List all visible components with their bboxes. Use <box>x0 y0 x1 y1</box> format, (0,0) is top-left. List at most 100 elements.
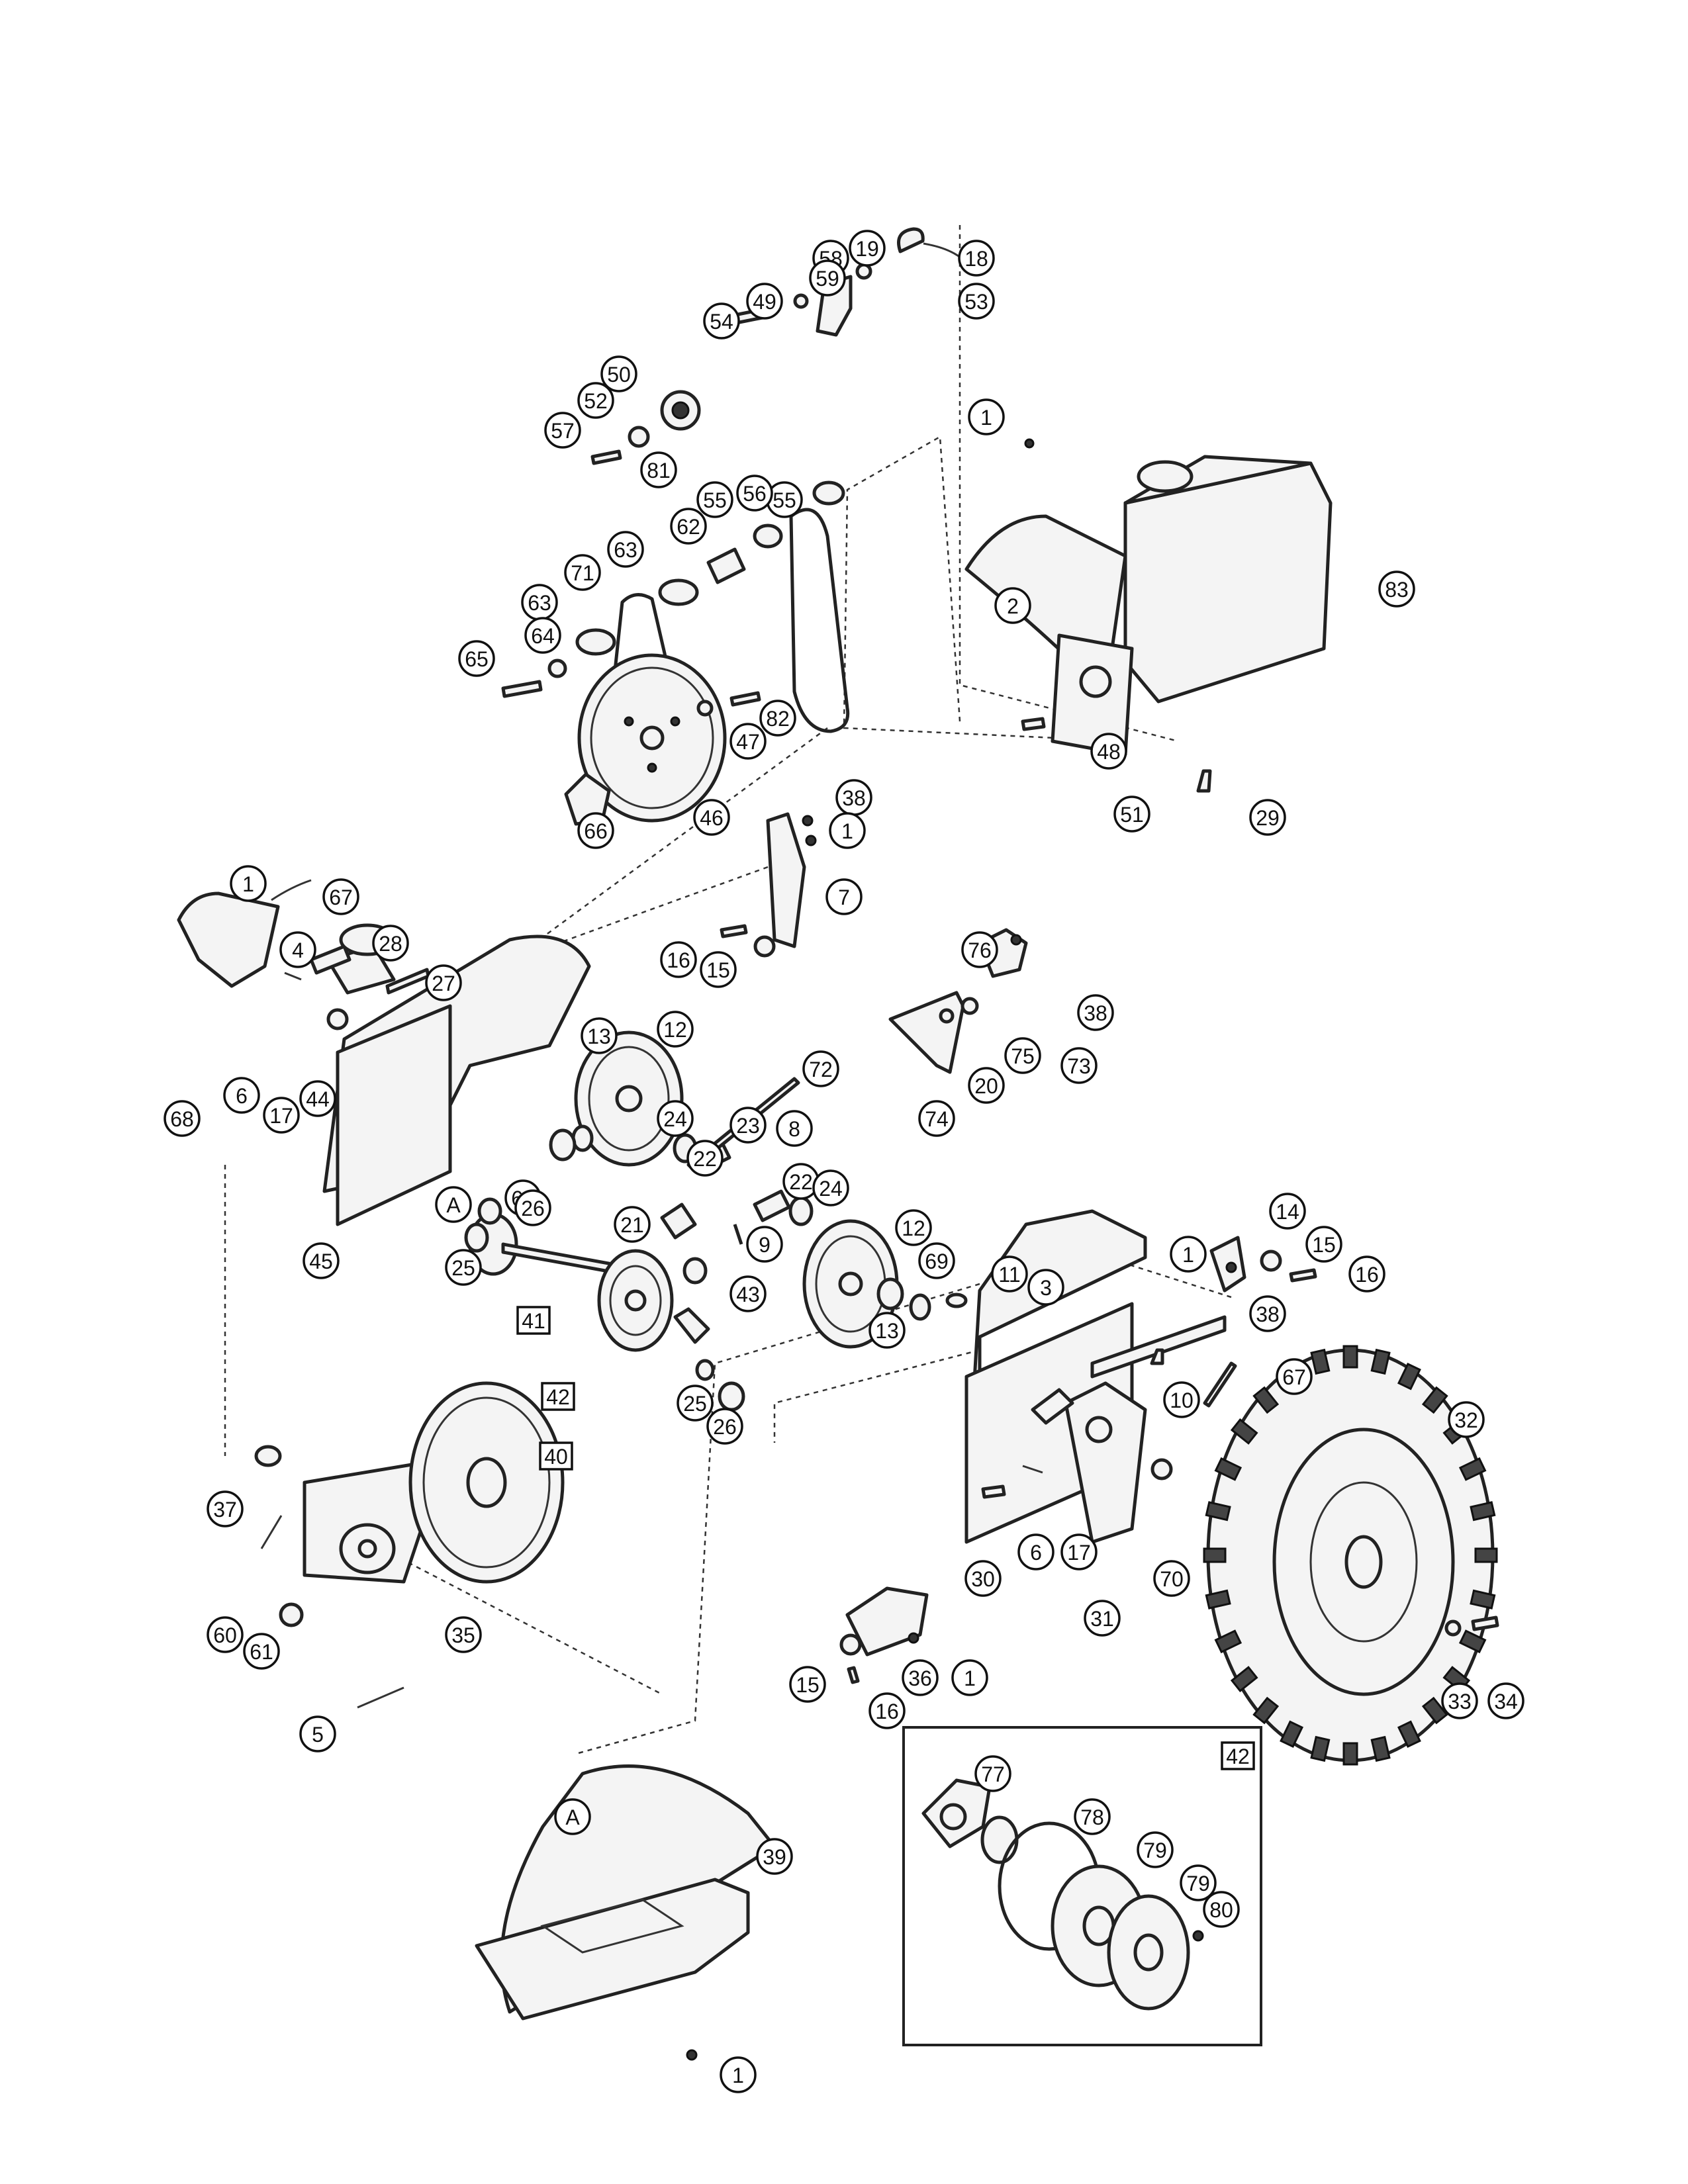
callout-54: 54 <box>703 302 740 340</box>
callout-12: 12 <box>895 1209 932 1246</box>
boxed-callout-frame <box>541 1382 575 1411</box>
callout-number: 26 <box>713 1415 737 1439</box>
callout-circle <box>1163 1381 1200 1418</box>
callout-circle <box>1305 1226 1342 1263</box>
callout-circle <box>564 554 601 591</box>
callout-number: 57 <box>551 419 575 443</box>
engine-assembly <box>964 438 1333 793</box>
callout-44: 44 <box>299 1080 336 1117</box>
callout-circle <box>1074 1798 1111 1835</box>
callout-labels: 1819535859495450525781155565562637163646… <box>164 230 1524 2093</box>
frame-to-cover-line <box>575 1283 980 1755</box>
callout-circle <box>1378 570 1415 608</box>
tire-tread-block <box>1470 1589 1496 1610</box>
callout-number: 49 <box>753 290 776 314</box>
washer-69-lower <box>876 1277 904 1310</box>
callout-circle <box>729 1275 767 1312</box>
callout-circle <box>607 531 644 568</box>
callout-circle <box>789 1666 826 1703</box>
callout-25: 25 <box>677 1385 714 1422</box>
callout-number: 1 <box>980 406 992 430</box>
callout-number: 66 <box>584 819 608 843</box>
callout-circle <box>700 951 737 988</box>
callout-circle <box>868 1312 906 1349</box>
callout-circle <box>1027 1269 1064 1306</box>
screw-38-right <box>1225 1261 1237 1273</box>
callout-29: 29 <box>1249 799 1286 836</box>
fuel-cap <box>1137 460 1194 493</box>
bushing-22-lower <box>753 1189 791 1222</box>
tire-tread-block <box>1421 1696 1448 1725</box>
bolt-29 <box>1196 769 1212 793</box>
callout-39: 39 <box>756 1838 793 1875</box>
callout-67: 67 <box>1276 1358 1313 1395</box>
callout-circle <box>994 587 1031 624</box>
bearing-15-lower <box>839 1633 862 1656</box>
callout-number: 31 <box>1090 1607 1114 1631</box>
callout-73: 73 <box>1060 1047 1098 1084</box>
screw-1-top <box>1024 438 1035 449</box>
callout-number: 9 <box>759 1233 771 1257</box>
callout-circle <box>825 878 863 915</box>
callout-number: 14 <box>1276 1200 1299 1224</box>
washer-69-upper <box>549 1128 577 1161</box>
tire-tread-block <box>1421 1386 1448 1414</box>
callout-26: 26 <box>706 1408 743 1445</box>
callout-circle <box>1017 1533 1055 1570</box>
callout-circle <box>902 1659 939 1696</box>
tire-tread-block <box>1474 1547 1498 1563</box>
callout-60: 60 <box>207 1616 244 1653</box>
pulley-half-outer <box>658 578 699 606</box>
callout-number: 38 <box>1256 1302 1280 1326</box>
callout-circle <box>686 1140 724 1177</box>
callout-46: 46 <box>693 799 730 836</box>
inset-42-frame <box>902 1726 1262 2046</box>
callout-circle <box>207 1490 244 1527</box>
assembly-lines <box>224 225 1232 1755</box>
washer-26-lower <box>718 1381 745 1412</box>
callout-circle <box>802 1050 839 1087</box>
callout-circle <box>1203 1891 1240 1928</box>
boxed-callout-frame <box>1221 1741 1255 1770</box>
callout-number: 69 <box>925 1250 949 1273</box>
callout-number: 24 <box>819 1177 843 1201</box>
callout-61: 61 <box>243 1633 280 1670</box>
callout-circle <box>829 812 866 849</box>
tire-tread-block <box>1205 1501 1231 1522</box>
callout-number: 80 <box>1209 1898 1233 1922</box>
callout-circle <box>1060 1533 1098 1570</box>
callout-69: 69 <box>918 1242 955 1279</box>
callout-56: 56 <box>736 475 773 512</box>
tire-tread-block <box>1214 1629 1243 1654</box>
wheel-hardware <box>1444 1615 1499 1637</box>
callout-circle <box>1170 1236 1207 1273</box>
callout-number: 13 <box>587 1024 611 1048</box>
callout-number: 44 <box>306 1087 330 1111</box>
callout-number: 32 <box>1454 1408 1478 1432</box>
callout-circle <box>746 283 783 320</box>
bearing-13-lower <box>909 1293 931 1321</box>
callout-20: 20 <box>968 1067 1005 1104</box>
belt-cover-68 <box>177 891 280 988</box>
callout-62: 62 <box>670 508 707 545</box>
callout-63: 63 <box>521 584 558 621</box>
callout-circle <box>445 1249 482 1286</box>
callout-circle <box>581 1017 618 1054</box>
spring-5 <box>357 1686 404 1709</box>
callout-35: 35 <box>445 1616 482 1653</box>
gear-hub <box>673 1307 710 1344</box>
gear-case-31 <box>1064 1381 1147 1544</box>
boxed-callout-frame <box>516 1306 551 1335</box>
callout-49: 49 <box>746 283 783 320</box>
callout-16: 16 <box>660 941 697 978</box>
callout-circle <box>812 1169 849 1206</box>
nut-61 <box>279 1602 304 1627</box>
callout-number: 83 <box>1385 578 1409 602</box>
bracket-7 <box>766 812 806 948</box>
callout-number: 6 <box>236 1084 248 1108</box>
callout-circle <box>868 1692 906 1729</box>
boxed-callout-42: 42 <box>1221 1741 1255 1770</box>
callout-number: 26 <box>521 1197 545 1220</box>
callout-4: 4 <box>279 931 316 968</box>
callout-number: 76 <box>968 938 992 962</box>
